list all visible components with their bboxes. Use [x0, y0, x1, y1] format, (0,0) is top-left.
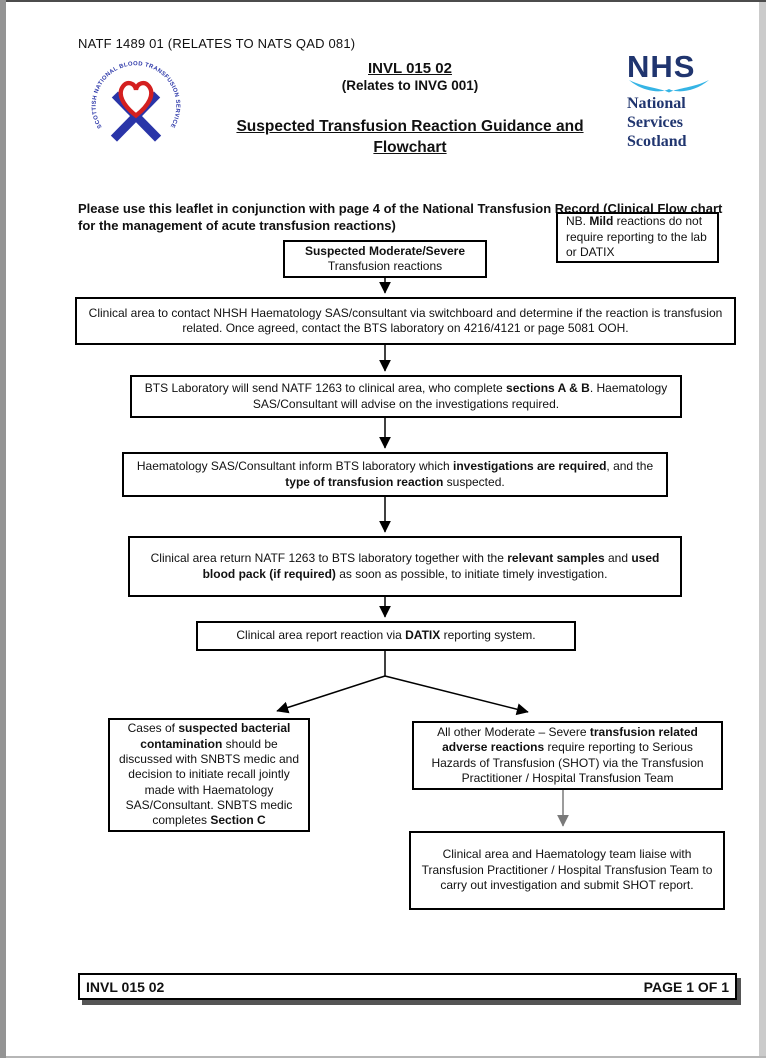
flow-box-natf-1263: BTS Laboratory will send NATF 1263 to cl…: [130, 375, 682, 418]
note-box-mild-reactions: NB. Mild reactions do not require report…: [556, 212, 719, 263]
document-code-title: INVL 015 02: [368, 60, 452, 77]
flow-box-start: Suspected Moderate/Severe Transfusion re…: [283, 240, 487, 278]
page-edge-left: [0, 0, 6, 1058]
flow-box-return-samples: Clinical area return NATF 1263 to BTS la…: [128, 536, 682, 597]
nhs-sub-line1: National: [627, 95, 686, 113]
flow-box-liaise-investigation: Clinical area and Haematology team liais…: [409, 831, 725, 910]
nhs-sub-line2: Services: [627, 114, 683, 132]
page-edge-top: [6, 0, 766, 2]
nhs-sub-line3: Scotland: [627, 133, 687, 151]
arrow-branch-right: [384, 675, 529, 716]
page-edge-right: [759, 0, 766, 1058]
flow-box-start-title: Suspected Moderate/Severe: [304, 243, 466, 258]
flow-box-bacterial-contamination: Cases of suspected bacterial contaminati…: [108, 718, 310, 832]
page-title-line2: Flowchart: [373, 138, 447, 156]
flow-box-shot-reporting: All other Moderate – Severe transfusion …: [412, 721, 723, 790]
page-title: Suspected Transfusion Reaction Guidance …: [110, 117, 710, 159]
header-block: INVL 015 02 (Relates to INVG 001) Suspec…: [110, 60, 710, 159]
flow-box-inform-investigations: Haematology SAS/Consultant inform BTS la…: [122, 452, 668, 497]
doc-reference: NATF 1489 01 (RELATES TO NATS QAD 081): [78, 36, 356, 51]
flow-box-contact-haematology: Clinical area to contact NHSH Haematolog…: [75, 297, 736, 345]
page-title-line1: Suspected Transfusion Reaction Guidance …: [236, 118, 584, 135]
document-relates-subtitle: (Relates to INVG 001): [341, 78, 479, 93]
flow-box-datix-report: Clinical area report reaction via DATIX …: [196, 621, 576, 651]
page-edge-bottom: [6, 1056, 766, 1058]
nhs-swoosh-icon: [629, 80, 709, 93]
nhs-wordmark: NHS: [627, 49, 696, 84]
footer-page-number: PAGE 1 OF 1: [643, 978, 729, 995]
footer-bar: INVL 015 02 PAGE 1 OF 1: [78, 973, 737, 1000]
flow-box-start-sub: Transfusion reactions: [327, 259, 443, 273]
arrow-branch-left: [276, 675, 386, 714]
footer-doc-code: INVL 015 02: [86, 978, 165, 995]
snbts-logo-icon: SCOTTISH NATIONAL BLOOD TRANSFUSION SERV…: [86, 58, 186, 154]
nhs-logo-icon: NHS National Services Scotland: [627, 49, 719, 151]
